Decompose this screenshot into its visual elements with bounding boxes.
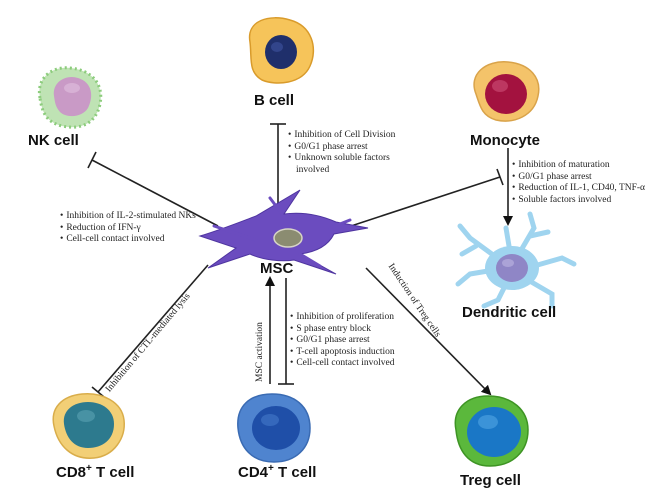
monocyte-label: Monocyte [470,132,541,149]
cd4-effect-item: G0/G1 phase arrest [290,335,395,347]
monocyte-effects-list: Inhibition of maturation G0/G1 phase arr… [512,160,645,206]
arrow-msc-to-treg [365,267,492,396]
inhibition-line-cd8 [97,264,209,393]
dendritic-cell-label: Dendritic cell [462,304,557,321]
nk-effect-item: Cell-cell contact involved [60,234,196,246]
cd4-effect-item: Cell-cell contact involved [290,358,395,370]
inhibition-line-monocyte [347,176,501,228]
b-cell-effect-item: involved [296,164,330,175]
inhibition-bar-nk-cell [87,151,97,169]
monocyte-effect-item: G0/G1 phase arrest [512,172,645,184]
dendritic-cell-icon [455,211,577,309]
nk-effect-item: Reduction of IFN-γ [60,223,196,235]
cd8-t-cell-label: CD8+ T cell [56,463,135,481]
monocyte-effect-item: Soluble factors involved [512,195,645,207]
monocyte-effect-item: Inhibition of maturation [512,160,645,172]
treg-cell-label: Treg cell [460,472,521,489]
b-cell-effect-item: Unknown soluble factors [288,153,395,165]
inhibition-bar-monocyte [496,168,504,186]
b-cell-effect-item: Inhibition of Cell Division [288,130,395,142]
b-cell-icon [248,17,315,84]
nk-effects-list: Inhibition of IL-2-stimulated NKs Reduct… [60,211,196,246]
cd4-t-cell-icon [237,393,311,463]
nk-cell-icon [37,66,103,129]
cd4-edge-label: MSC activation [255,322,265,382]
nk-effect-item: Inhibition of IL-2-stimulated NKs [60,211,196,223]
msc-label: MSC [260,260,294,277]
msc-icon [198,189,369,275]
cd4-effects-list: Inhibition of proliferation S phase entr… [290,312,395,370]
connectors [87,123,513,398]
b-cell-effects-list: Inhibition of Cell Division G0/G1 phase … [288,130,395,176]
inhibition-line-nk-cell [91,159,219,227]
b-cell-effect-item: G0/G1 phase arrest [288,142,395,154]
cd4-effect-item: T-cell apoptosis induction [290,347,394,359]
treg-cell-icon [454,395,529,467]
b-cell-label: B cell [254,92,295,109]
cd4-effect-item: S phase entry block [290,324,395,336]
nk-cell-label: NK cell [28,132,79,149]
monocyte-effect-item: Reduction of IL-1, CD40, TNF-α [512,183,645,195]
cd4-effect-item: Inhibition of proliferation [290,312,395,324]
cd8-t-cell-icon [52,393,125,459]
monocyte-icon [473,61,540,122]
cd4-t-cell-label: CD4+ T cell [238,463,317,481]
